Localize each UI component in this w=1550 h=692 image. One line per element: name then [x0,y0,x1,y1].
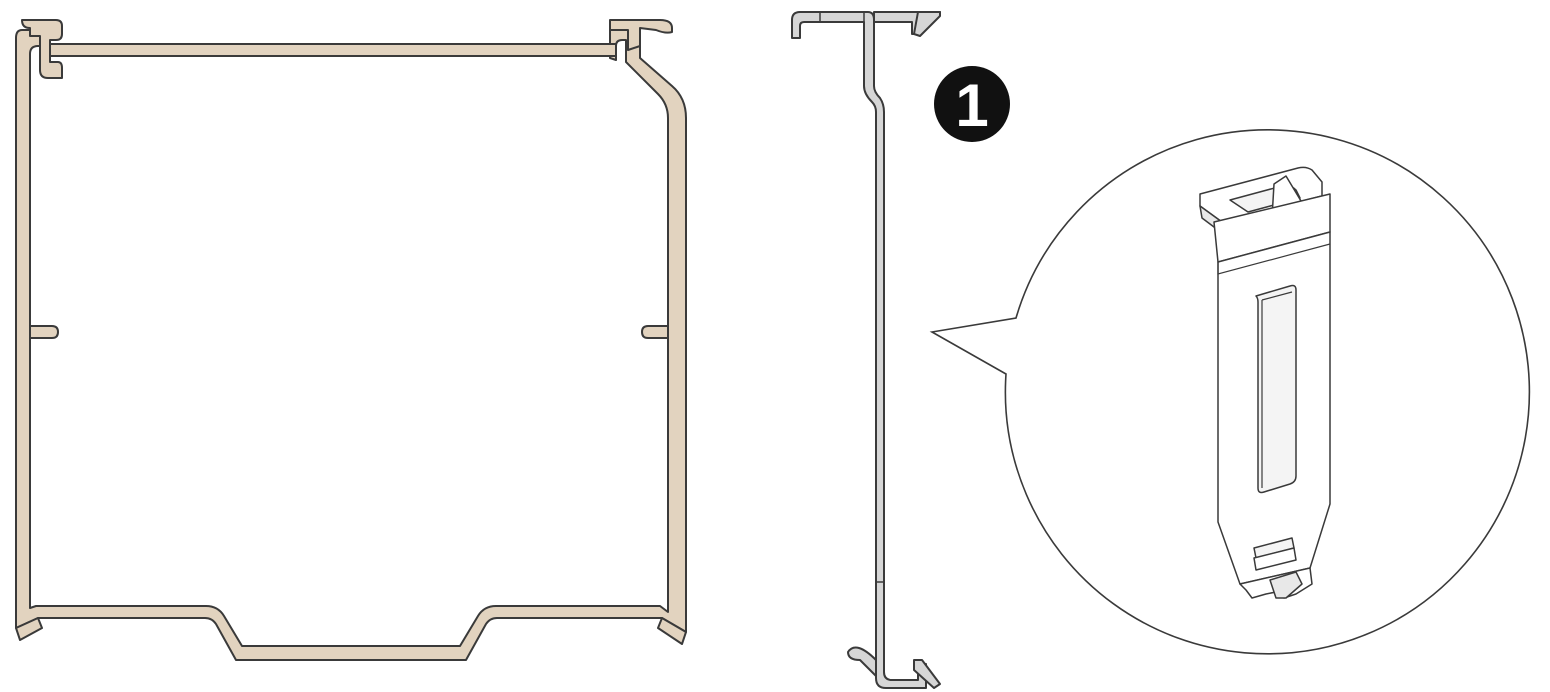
clip-side-view [791,11,941,689]
callout-number: 1 [955,72,988,139]
callout-badge: 1 [934,66,1010,142]
clip-bottom-tooth [913,659,941,689]
trunking-wall [15,23,687,661]
iso-fold-line [1217,243,1331,275]
trunking-left-rib [29,325,59,339]
trunking-lid [39,43,617,57]
trunking-left-foot [15,617,43,641]
clip-top-barb [913,11,941,37]
callout-badge-circle [934,66,1010,142]
iso-center-slot [1255,284,1297,494]
trunking-left-hook [21,19,63,79]
clip-lower-barb [847,646,877,677]
trunking-right-rib [641,325,669,339]
trunking-right-foot [657,617,687,645]
iso-bottom-hook-front [1269,571,1303,599]
clip-profile-body [791,11,927,689]
iso-center-slot-inner [1261,291,1293,488]
trunking-right-hook [609,19,673,51]
clip-isometric-detail [1199,166,1331,599]
trunking-cross-section [15,19,687,661]
iso-lower-tab [1253,547,1297,571]
